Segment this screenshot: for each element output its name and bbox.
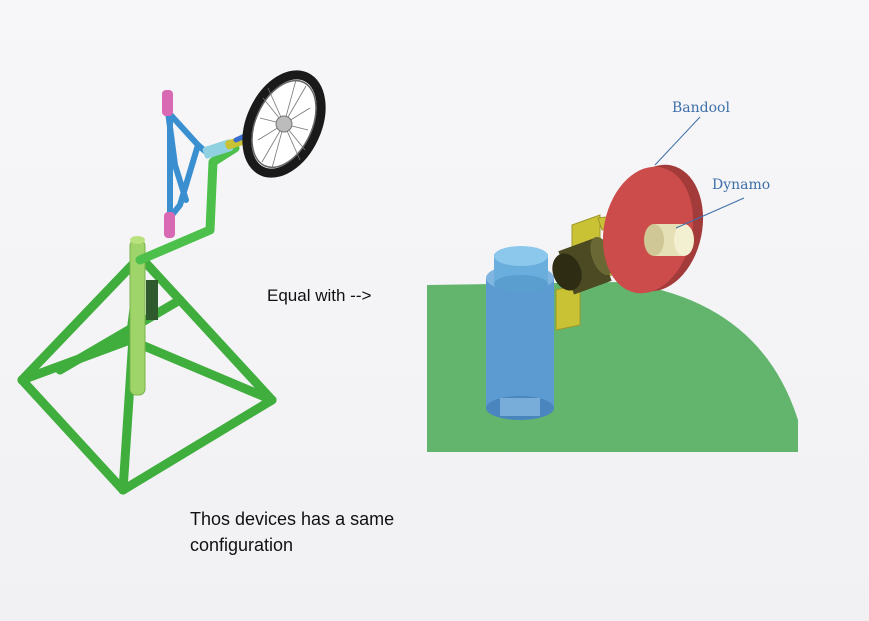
caption-line-2: configuration	[190, 535, 294, 555]
caption: Thos devices has a same configuration	[190, 506, 470, 558]
equal-with-label: Equal with -->	[267, 286, 372, 305]
post-shadow	[146, 280, 158, 320]
caption-line-1: Thos devices has a same	[190, 509, 395, 529]
post-cap	[130, 236, 145, 244]
top-grip	[162, 90, 173, 116]
bandool-callout: Bandool	[672, 100, 730, 116]
flywheel-dynamo-icon	[427, 116, 798, 452]
motor-body	[552, 236, 614, 295]
bandool-leader	[654, 116, 701, 166]
wheel	[242, 70, 326, 178]
dynamo-leader	[675, 197, 745, 229]
handlebar-frame	[165, 109, 209, 218]
upright-arm	[135, 143, 240, 265]
ground-plane	[427, 282, 798, 452]
bicycle-stand-icon	[17, 70, 326, 495]
dynamo-cylinder	[644, 224, 694, 256]
bottom-grip	[164, 212, 175, 238]
blue-cylinder	[486, 246, 554, 420]
dynamo-callout: Dynamo	[712, 177, 771, 193]
